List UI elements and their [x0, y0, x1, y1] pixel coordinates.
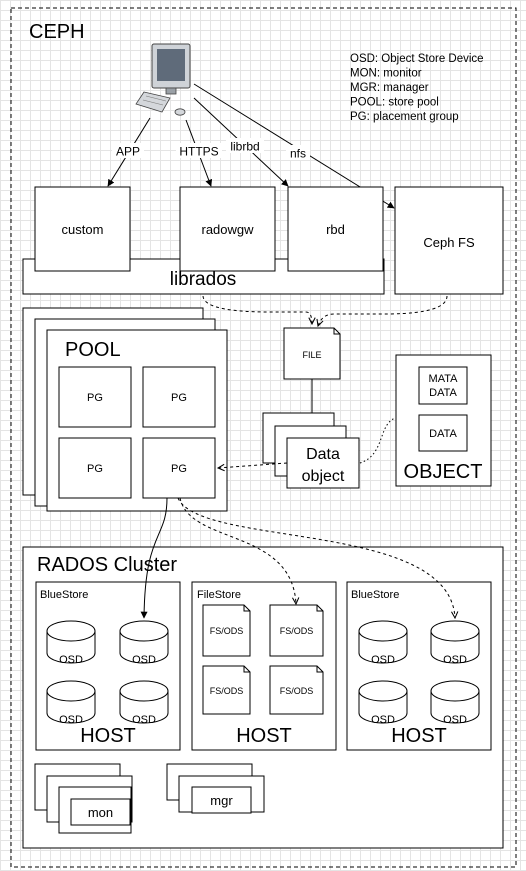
legend: OSD: Object Store Device MON: monitor MG…	[350, 53, 484, 123]
pool-title: POOL	[65, 339, 121, 361]
osd-disk-icon	[119, 680, 169, 724]
page-title: CEPH	[29, 21, 85, 43]
mgr-box	[191, 786, 252, 814]
legend-item: OSD: Object Store Device	[350, 53, 484, 65]
osd-label: OSD	[132, 654, 156, 666]
file-label: FILE	[302, 350, 321, 360]
https-label: HTTPS	[179, 145, 218, 159]
fsods-label: FS/ODS	[210, 626, 244, 636]
pg-label: PG	[87, 392, 103, 404]
pg-box	[142, 366, 216, 428]
host-label: HOST	[391, 725, 447, 747]
pg-box	[58, 437, 132, 499]
file-doc-icon	[202, 665, 251, 715]
osd-disk-icon	[46, 620, 96, 664]
rados-title: RADOS Cluster	[37, 554, 177, 576]
mgr-label: mgr	[210, 793, 233, 808]
data-box	[418, 414, 468, 452]
cephfs-label: Ceph FS	[423, 235, 475, 250]
metadata-label-line2: DATA	[429, 387, 457, 399]
osd-disk-icon	[430, 620, 480, 664]
nfs-label: nfs	[290, 147, 306, 161]
rbd-box	[287, 186, 384, 272]
pg-bluestore-arrow	[177, 497, 455, 618]
librbd-label: librbd	[230, 140, 259, 154]
file-doc-icon	[269, 604, 324, 657]
osd-disk-icon	[358, 620, 408, 664]
osd-disk-icon	[358, 680, 408, 724]
app-label: APP	[116, 145, 140, 159]
osd-label: OSD	[371, 654, 395, 666]
rbd-label: rbd	[326, 222, 345, 237]
pg-label: PG	[171, 463, 187, 475]
legend-item: MGR: manager	[350, 82, 429, 94]
file-doc-icon	[202, 604, 251, 657]
data-object-box	[286, 437, 360, 489]
file-doc-icon	[269, 665, 324, 715]
osd-label: OSD	[132, 714, 156, 726]
legend-item: MON: monitor	[350, 68, 422, 80]
fsods-label: FS/ODS	[210, 686, 244, 696]
cephfs-file-arrow	[318, 295, 448, 326]
mon-box	[70, 798, 131, 826]
mon-label: mon	[88, 805, 113, 820]
host-store-label: BlueStore	[351, 589, 399, 601]
legend-item: POOL: store pool	[350, 97, 439, 109]
osd-label: OSD	[59, 714, 83, 726]
data-label: DATA	[429, 428, 457, 440]
ceph-frame	[10, 7, 517, 868]
osd-label: OSD	[443, 714, 467, 726]
file-box	[283, 327, 341, 380]
radowgw-box	[179, 186, 276, 272]
computer-icon	[135, 43, 191, 116]
radowgw-label: radowgw	[201, 222, 254, 237]
host-store-label: BlueStore	[40, 589, 88, 601]
osd-label: OSD	[371, 714, 395, 726]
osd-disk-icon	[46, 680, 96, 724]
data-object-label-line1: Data	[306, 446, 340, 463]
object-title: OBJECT	[404, 461, 483, 483]
pg-label: PG	[171, 392, 187, 404]
cephfs-box	[394, 186, 504, 295]
legend-item: PG: placement group	[350, 111, 459, 123]
metadata-box	[418, 366, 468, 405]
custom-label: custom	[62, 222, 104, 237]
pg-box	[58, 366, 132, 428]
osd-label: OSD	[59, 654, 83, 666]
host-store-label: FileStore	[197, 589, 241, 601]
host-label: HOST	[80, 725, 136, 747]
custom-box	[34, 186, 131, 272]
pg-osd-arrow	[140, 497, 168, 619]
object-link	[359, 417, 396, 464]
metadata-label-line1: MATA	[429, 373, 459, 385]
librados-file-arrow	[202, 295, 312, 324]
data-object-label-line2: object	[302, 468, 345, 485]
fsods-label: FS/ODS	[280, 626, 314, 636]
osd-label: OSD	[443, 654, 467, 666]
host-label: HOST	[236, 725, 292, 747]
pg-box	[142, 437, 216, 499]
fsods-label: FS/ODS	[280, 686, 314, 696]
librados-label: librados	[170, 269, 237, 290]
osd-disk-icon	[119, 620, 169, 664]
pg-label: PG	[87, 463, 103, 475]
osd-disk-icon	[430, 680, 480, 724]
